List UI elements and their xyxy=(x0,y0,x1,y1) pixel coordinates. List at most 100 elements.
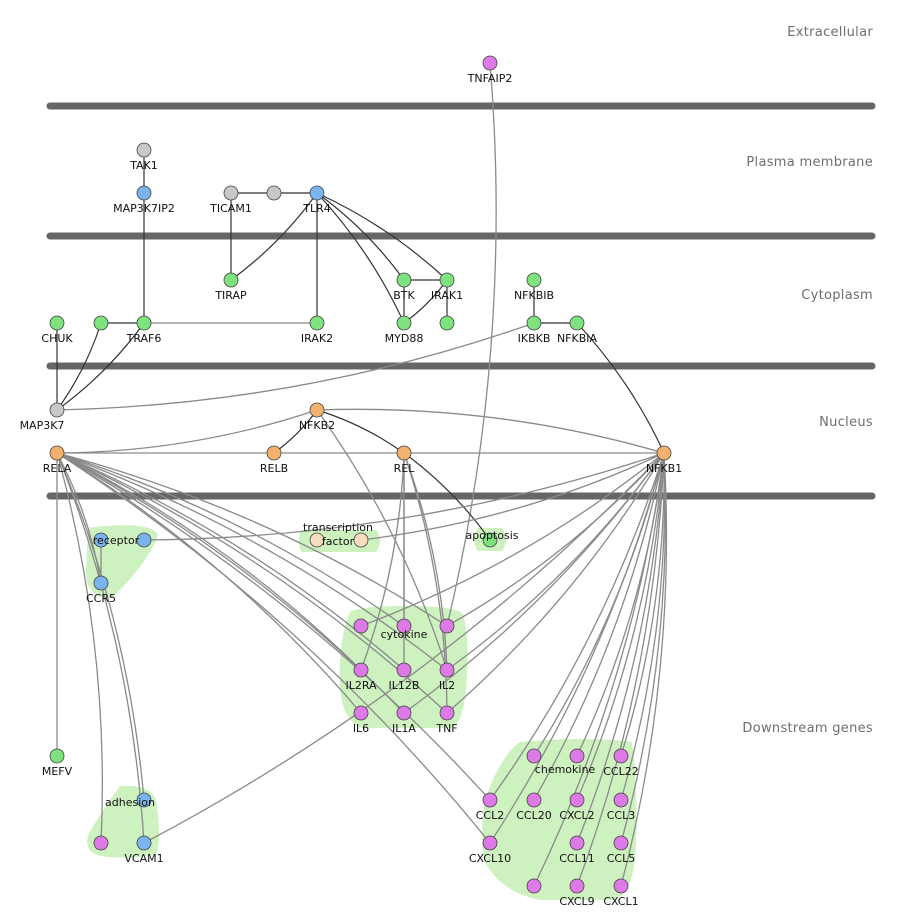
node-IKBKB-circle[interactable] xyxy=(526,315,542,331)
node-receptor_b-circle[interactable] xyxy=(136,532,152,548)
node-NFKB1[interactable]: NFKB1 xyxy=(646,445,682,475)
node-chem_a[interactable] xyxy=(526,748,542,764)
node-CCL5[interactable]: CCL5 xyxy=(607,835,636,865)
node-RELA[interactable]: RELA xyxy=(43,445,72,475)
node-IRAK1-circle[interactable] xyxy=(439,272,455,288)
node-receptor_a[interactable] xyxy=(93,532,109,548)
node-TRAF6_left[interactable] xyxy=(93,315,109,331)
node-CCL2-circle[interactable] xyxy=(482,792,498,808)
node-RELB[interactable]: RELB xyxy=(260,445,288,475)
node-MEFV-circle[interactable] xyxy=(49,748,65,764)
node-IL6[interactable]: IL6 xyxy=(353,705,369,735)
node-TICAM1-circle[interactable] xyxy=(223,185,239,201)
node-TNF-circle[interactable] xyxy=(439,705,455,721)
node-chem_b[interactable] xyxy=(569,748,585,764)
node-CCL20[interactable]: CCL20 xyxy=(516,792,552,822)
node-CCL20-circle[interactable] xyxy=(526,792,542,808)
node-IL1A-circle[interactable] xyxy=(396,705,412,721)
node-MAP3K7-circle[interactable] xyxy=(49,402,65,418)
node-IL2-circle[interactable] xyxy=(439,662,455,678)
node-tf_a[interactable] xyxy=(309,532,325,548)
node-CCL3-circle[interactable] xyxy=(613,792,629,808)
node-CCL5-circle[interactable] xyxy=(613,835,629,851)
node-VCAM1[interactable]: VCAM1 xyxy=(124,835,164,865)
node-IRAK2-circle[interactable] xyxy=(309,315,325,331)
node-TLR4-circle[interactable] xyxy=(309,185,325,201)
node-cyt_c[interactable] xyxy=(439,618,455,634)
node-receptor_a-circle[interactable] xyxy=(93,532,109,548)
node-IRAK1_lower-circle[interactable] xyxy=(439,315,455,331)
node-tf_b[interactable] xyxy=(353,532,369,548)
node-NFKB2[interactable]: NFKB2 xyxy=(299,402,335,432)
node-chem_c[interactable] xyxy=(526,878,542,894)
node-CXCL2[interactable]: CXCL2 xyxy=(559,792,595,822)
node-MAP3K7IP2-circle[interactable] xyxy=(136,185,152,201)
node-TAK1-circle[interactable] xyxy=(136,142,152,158)
node-CXCL1[interactable]: CXCL1 xyxy=(603,878,639,908)
node-IRAK1[interactable]: IRAK1 xyxy=(431,272,463,302)
node-NFKB1-circle[interactable] xyxy=(656,445,672,461)
node-chem_b-circle[interactable] xyxy=(569,748,585,764)
node-apoptosis_node-circle[interactable] xyxy=(482,532,498,548)
node-NFKBIA-circle[interactable] xyxy=(569,315,585,331)
node-IL2[interactable]: IL2 xyxy=(439,662,455,692)
node-apoptosis_node[interactable] xyxy=(482,532,498,548)
node-RELA-circle[interactable] xyxy=(49,445,65,461)
node-cyt_b-circle[interactable] xyxy=(396,618,412,634)
node-IL2RA[interactable]: IL2RA xyxy=(345,662,377,692)
node-TICAM_mid-circle[interactable] xyxy=(266,185,282,201)
node-chem_a-circle[interactable] xyxy=(526,748,542,764)
node-CHUK-circle[interactable] xyxy=(49,315,65,331)
node-NFKBIB-circle[interactable] xyxy=(526,272,542,288)
node-cyt_a-circle[interactable] xyxy=(353,618,369,634)
node-CCL22-circle[interactable] xyxy=(613,748,629,764)
node-BTK-circle[interactable] xyxy=(396,272,412,288)
node-IL12B[interactable]: IL12B xyxy=(389,662,420,692)
node-NFKBIA[interactable]: NFKBIA xyxy=(557,315,598,345)
node-receptor_b[interactable] xyxy=(136,532,152,548)
node-chem_c-circle[interactable] xyxy=(526,878,542,894)
node-TLR4[interactable]: TLR4 xyxy=(302,185,331,215)
node-TRAF6-circle[interactable] xyxy=(136,315,152,331)
node-CCL3[interactable]: CCL3 xyxy=(607,792,636,822)
node-TNFAIP2-circle[interactable] xyxy=(482,55,498,71)
node-TICAM1[interactable]: TICAM1 xyxy=(209,185,252,215)
node-TNF[interactable]: TNF xyxy=(435,705,458,735)
node-CXCL9-circle[interactable] xyxy=(569,878,585,894)
node-TRAF6_left-circle[interactable] xyxy=(93,315,109,331)
node-CXCL9[interactable]: CXCL9 xyxy=(559,878,595,908)
node-adh_a-circle[interactable] xyxy=(136,792,152,808)
node-IL2RA-circle[interactable] xyxy=(353,662,369,678)
node-BTK[interactable]: BTK xyxy=(393,272,416,302)
node-TIRAP[interactable]: TIRAP xyxy=(214,272,247,302)
node-REL[interactable]: REL xyxy=(394,445,416,475)
node-REL-circle[interactable] xyxy=(396,445,412,461)
node-MEFV[interactable]: MEFV xyxy=(42,748,73,778)
node-NFKB2-circle[interactable] xyxy=(309,402,325,418)
node-CCL11-circle[interactable] xyxy=(569,835,585,851)
node-CCL2[interactable]: CCL2 xyxy=(476,792,505,822)
node-IRAK2[interactable]: IRAK2 xyxy=(301,315,333,345)
node-CXCL10[interactable]: CXCL10 xyxy=(469,835,511,865)
node-IL12B-circle[interactable] xyxy=(396,662,412,678)
node-CXCL1-circle[interactable] xyxy=(613,878,629,894)
node-adh_b-circle[interactable] xyxy=(93,835,109,851)
node-TIRAP-circle[interactable] xyxy=(223,272,239,288)
node-tf_a-circle[interactable] xyxy=(309,532,325,548)
node-TNFAIP2[interactable]: TNFAIP2 xyxy=(467,55,513,85)
node-RELB-circle[interactable] xyxy=(266,445,282,461)
node-IKBKB[interactable]: IKBKB xyxy=(518,315,551,345)
node-adh_b[interactable] xyxy=(93,835,109,851)
node-MAP3K7[interactable]: MAP3K7 xyxy=(20,402,65,432)
node-IL6-circle[interactable] xyxy=(353,705,369,721)
node-MYD88-circle[interactable] xyxy=(396,315,412,331)
node-MYD88[interactable]: MYD88 xyxy=(385,315,424,345)
node-NFKBIB[interactable]: NFKBIB xyxy=(514,272,554,302)
node-TICAM_mid[interactable] xyxy=(266,185,282,201)
node-cyt_c-circle[interactable] xyxy=(439,618,455,634)
node-TRAF6[interactable]: TRAF6 xyxy=(126,315,162,345)
node-CXCL10-circle[interactable] xyxy=(482,835,498,851)
node-CCL11[interactable]: CCL11 xyxy=(559,835,595,865)
node-VCAM1-circle[interactable] xyxy=(136,835,152,851)
node-adh_a[interactable] xyxy=(136,792,152,808)
